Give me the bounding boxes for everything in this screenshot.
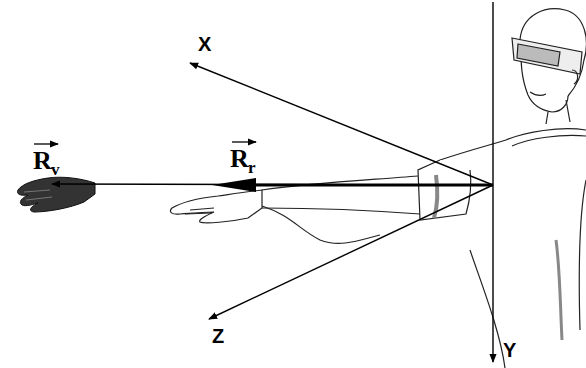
axis-label: X — [198, 34, 211, 54]
vector-label: R — [230, 146, 249, 172]
virtual-vector — [52, 184, 493, 185]
axis-label: Z — [212, 326, 224, 346]
real-vector — [212, 178, 493, 192]
axes — [190, 2, 493, 362]
vector-overarrows — [34, 142, 256, 144]
virtual-hand — [17, 177, 95, 212]
vector-subscript: v — [51, 161, 60, 178]
real-hand — [170, 190, 262, 223]
person-figure — [262, 9, 586, 368]
vector-subscript: r — [248, 159, 256, 176]
axis-label: Y — [503, 340, 516, 360]
vector-label: R — [33, 148, 52, 174]
